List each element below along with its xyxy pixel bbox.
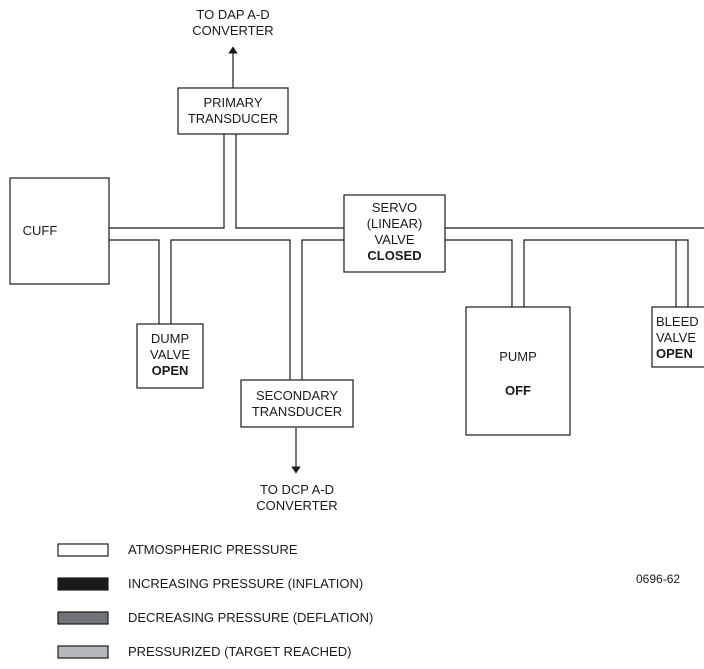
pump-label: PUMP [466, 349, 570, 365]
pump-line1: PUMP [499, 349, 537, 364]
dump-valve-line1: DUMP [150, 331, 190, 346]
primary-transducer-line2: TRANSDUCER [187, 111, 279, 126]
servo-valve-line2: (LINEAR) [366, 216, 423, 231]
bleed-valve-line2: VALVE [656, 330, 696, 345]
tube-pump-bleed [523, 239, 689, 307]
secondary-output-label: TO DCP A-D CONVERTER [234, 482, 360, 514]
legend-swatch-inflation [57, 577, 109, 591]
legend-label-inflation: INCREASING PRESSURE (INFLATION) [128, 576, 364, 591]
figure-reference: 0696-62 [636, 572, 681, 586]
secondary-output-line2: CONVERTER [256, 498, 338, 513]
legend-label-target: PRESSURIZED (TARGET REACHED) [128, 644, 352, 659]
secondary-transducer-label: SECONDARY TRANSDUCER [241, 388, 353, 420]
primary-output-line1: TO DAP A-D [196, 7, 270, 22]
bleed-valve-label: BLEED VALVE OPEN [656, 314, 704, 362]
primary-output-label: TO DAP A-D CONVERTER [170, 7, 296, 39]
secondary-output-line1: TO DCP A-D [260, 482, 334, 497]
dump-valve-box [136, 323, 204, 389]
legend-swatch-target [57, 645, 109, 659]
pump-state-label: OFF [466, 383, 570, 399]
tube-secondary-servo [301, 239, 344, 380]
legend-label-atmospheric: ATMOSPHERIC PRESSURE [128, 542, 298, 557]
pump-state: OFF [505, 383, 531, 398]
bleed-valve-line1: BLEED [656, 314, 699, 329]
bleed-valve-state: OPEN [656, 346, 693, 361]
dump-valve-line2: VALVE [150, 347, 190, 362]
servo-valve-line1: SERVO [371, 200, 418, 215]
tube-dump-secondary [170, 239, 291, 380]
legend-swatch-deflation [57, 611, 109, 625]
servo-valve-label: SERVO (LINEAR) VALVE CLOSED [344, 200, 445, 264]
cuff-line1: CUFF [22, 223, 58, 238]
bleed-valve-box [651, 306, 704, 368]
servo-valve-state: CLOSED [367, 248, 422, 263]
secondary-transducer-box [240, 379, 354, 428]
primary-output-line2: CONVERTER [192, 23, 274, 38]
primary-transducer-line1: PRIMARY [203, 95, 263, 110]
pump-box [465, 306, 571, 436]
secondary-transducer-line2: TRANSDUCER [251, 404, 343, 419]
primary-transducer-label: PRIMARY TRANSDUCER [178, 95, 288, 127]
tube-servo-pump [445, 239, 513, 307]
secondary-transducer-line1: SECONDARY [255, 388, 339, 403]
tube-dump-top [109, 239, 160, 324]
cuff-box [9, 177, 110, 285]
dump-valve-label: DUMP VALVE OPEN [137, 331, 203, 379]
dump-valve-state: OPEN [151, 363, 189, 378]
primary-transducer-box [177, 87, 289, 135]
cuff-label: CUFF [10, 223, 70, 239]
tube-primary-inner [235, 134, 344, 229]
servo-valve-box [343, 194, 446, 273]
servo-valve-line3: VALVE [374, 232, 415, 247]
legend-label-deflation: DECREASING PRESSURE (DEFLATION) [128, 610, 374, 625]
legend-swatch-atmospheric [57, 543, 109, 557]
tube-primary-outer [109, 134, 225, 229]
